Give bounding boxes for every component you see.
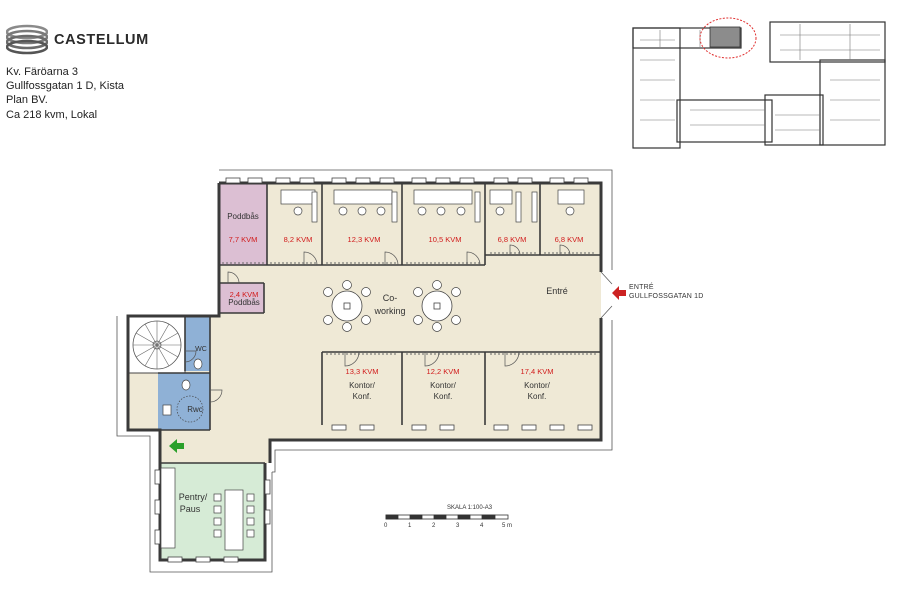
scale-tick-5: 5 m	[502, 523, 513, 529]
small-poddbas-room	[220, 283, 264, 313]
poddbas-room	[220, 183, 267, 265]
poddbas-small-label: Poddbås	[228, 298, 260, 307]
area-kontor-2: 12,2 KVM	[427, 367, 460, 376]
area-kontor-3: 17,4 KVM	[521, 367, 554, 376]
area-kontor-1: 13,3 KVM	[346, 367, 379, 376]
area-room-2: 12,3 KVM	[348, 235, 381, 244]
konf-2-label: Konf.	[434, 392, 453, 401]
property-area: Ca 218 kvm, Lokal	[6, 108, 98, 121]
staircase	[128, 316, 186, 374]
interior-walls	[158, 183, 601, 464]
entrance-label-line2: GULLFOSSGATAN 1D	[629, 292, 704, 300]
coworking-label-1: Co-	[383, 293, 398, 303]
entrance-label: ENTRÉ GULLFOSSGATAN 1D	[629, 284, 704, 301]
entre-inside-label: Entré	[546, 286, 568, 296]
coworking-label-2: working	[373, 306, 405, 316]
brand-name: CASTELLUM	[54, 32, 149, 48]
entrance-label-line1: ENTRÉ	[629, 284, 654, 291]
kontor-1-label: Kontor/	[349, 381, 376, 390]
scale-tick-2: 2	[432, 523, 436, 529]
exit-arrow-icon	[169, 439, 184, 453]
entrance-arrow-icon	[612, 286, 626, 300]
scale-bar	[385, 514, 509, 520]
scale-tick-3: 3	[456, 523, 460, 529]
scale-label: SKALA 1:100-A3	[447, 505, 493, 511]
wc-label: WC	[195, 346, 207, 353]
doors	[184, 244, 613, 403]
coworking-chairs	[323, 280, 461, 332]
konf-1-label: Konf.	[353, 392, 372, 401]
desks	[280, 189, 585, 223]
rwc-label: Rwc	[187, 405, 203, 414]
windows	[154, 177, 593, 563]
scale-tick-0: 0	[384, 523, 388, 529]
pentry-label-1: Pentry/	[179, 492, 208, 502]
area-room-4: 6,8 KVM	[498, 235, 527, 244]
castellum-logo-icon	[6, 24, 48, 55]
scale-tick-1: 1	[408, 523, 412, 529]
coworking-tables	[331, 290, 453, 322]
area-room-1: 8,2 KVM	[284, 235, 313, 244]
desk-chairs	[293, 206, 575, 216]
property-address: Gullfossgatan 1 D, Kista	[6, 80, 125, 93]
castellum-logo: CASTELLUM	[6, 24, 149, 56]
property-name: Kv. Färöarna 3	[6, 66, 78, 78]
kontor-2-label: Kontor/	[430, 381, 457, 390]
area-poddbas: 7,7 KVM	[229, 235, 258, 244]
poddbas-label: Poddbås	[227, 212, 259, 221]
property-floor: Plan BV.	[6, 94, 48, 107]
wc-fixtures	[162, 358, 204, 423]
area-room-5: 6,8 KVM	[555, 235, 584, 244]
konf-3-label: Konf.	[528, 392, 547, 401]
area-room-3: 10,5 KVM	[429, 235, 462, 244]
pentry-furniture	[160, 467, 255, 551]
area-poddbas-small: 2,4 KVM	[230, 290, 259, 299]
pentry-label-2: Paus	[180, 504, 201, 514]
property-info: Kv. Färöarna 3 Gullfossgatan 1 D, Kista …	[6, 65, 124, 122]
key-plan-locator-circle	[699, 17, 757, 59]
key-plan-highlight	[709, 26, 741, 48]
kontor-3-label: Kontor/	[524, 381, 551, 390]
scale-tick-4: 4	[480, 523, 484, 529]
key-plan	[632, 21, 886, 149]
